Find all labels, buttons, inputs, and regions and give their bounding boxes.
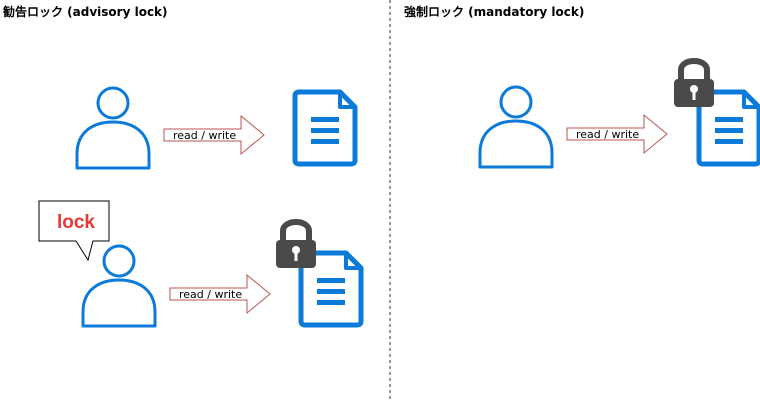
read-write-arrow: read / write: [163, 115, 265, 155]
bubble-text: lock: [57, 212, 95, 233]
advisory-lock-title: 勧告ロック (advisory lock): [3, 5, 168, 19]
document-icon: [295, 92, 355, 164]
user-icon: [81, 244, 157, 328]
user-icon: [75, 86, 151, 170]
read-write-arrow: read / write: [566, 114, 668, 154]
arrow-label: read / write: [179, 288, 242, 301]
lock-icon: [276, 222, 316, 268]
mandatory-lock-title: 強制ロック (mandatory lock): [404, 5, 585, 19]
arrow-label: read / write: [173, 129, 236, 142]
lock-icon: [674, 61, 714, 107]
read-write-arrow: read / write: [169, 274, 271, 314]
arrow-label: read / write: [576, 128, 639, 141]
speech-bubble: lock: [38, 200, 110, 262]
user-icon: [478, 85, 554, 169]
